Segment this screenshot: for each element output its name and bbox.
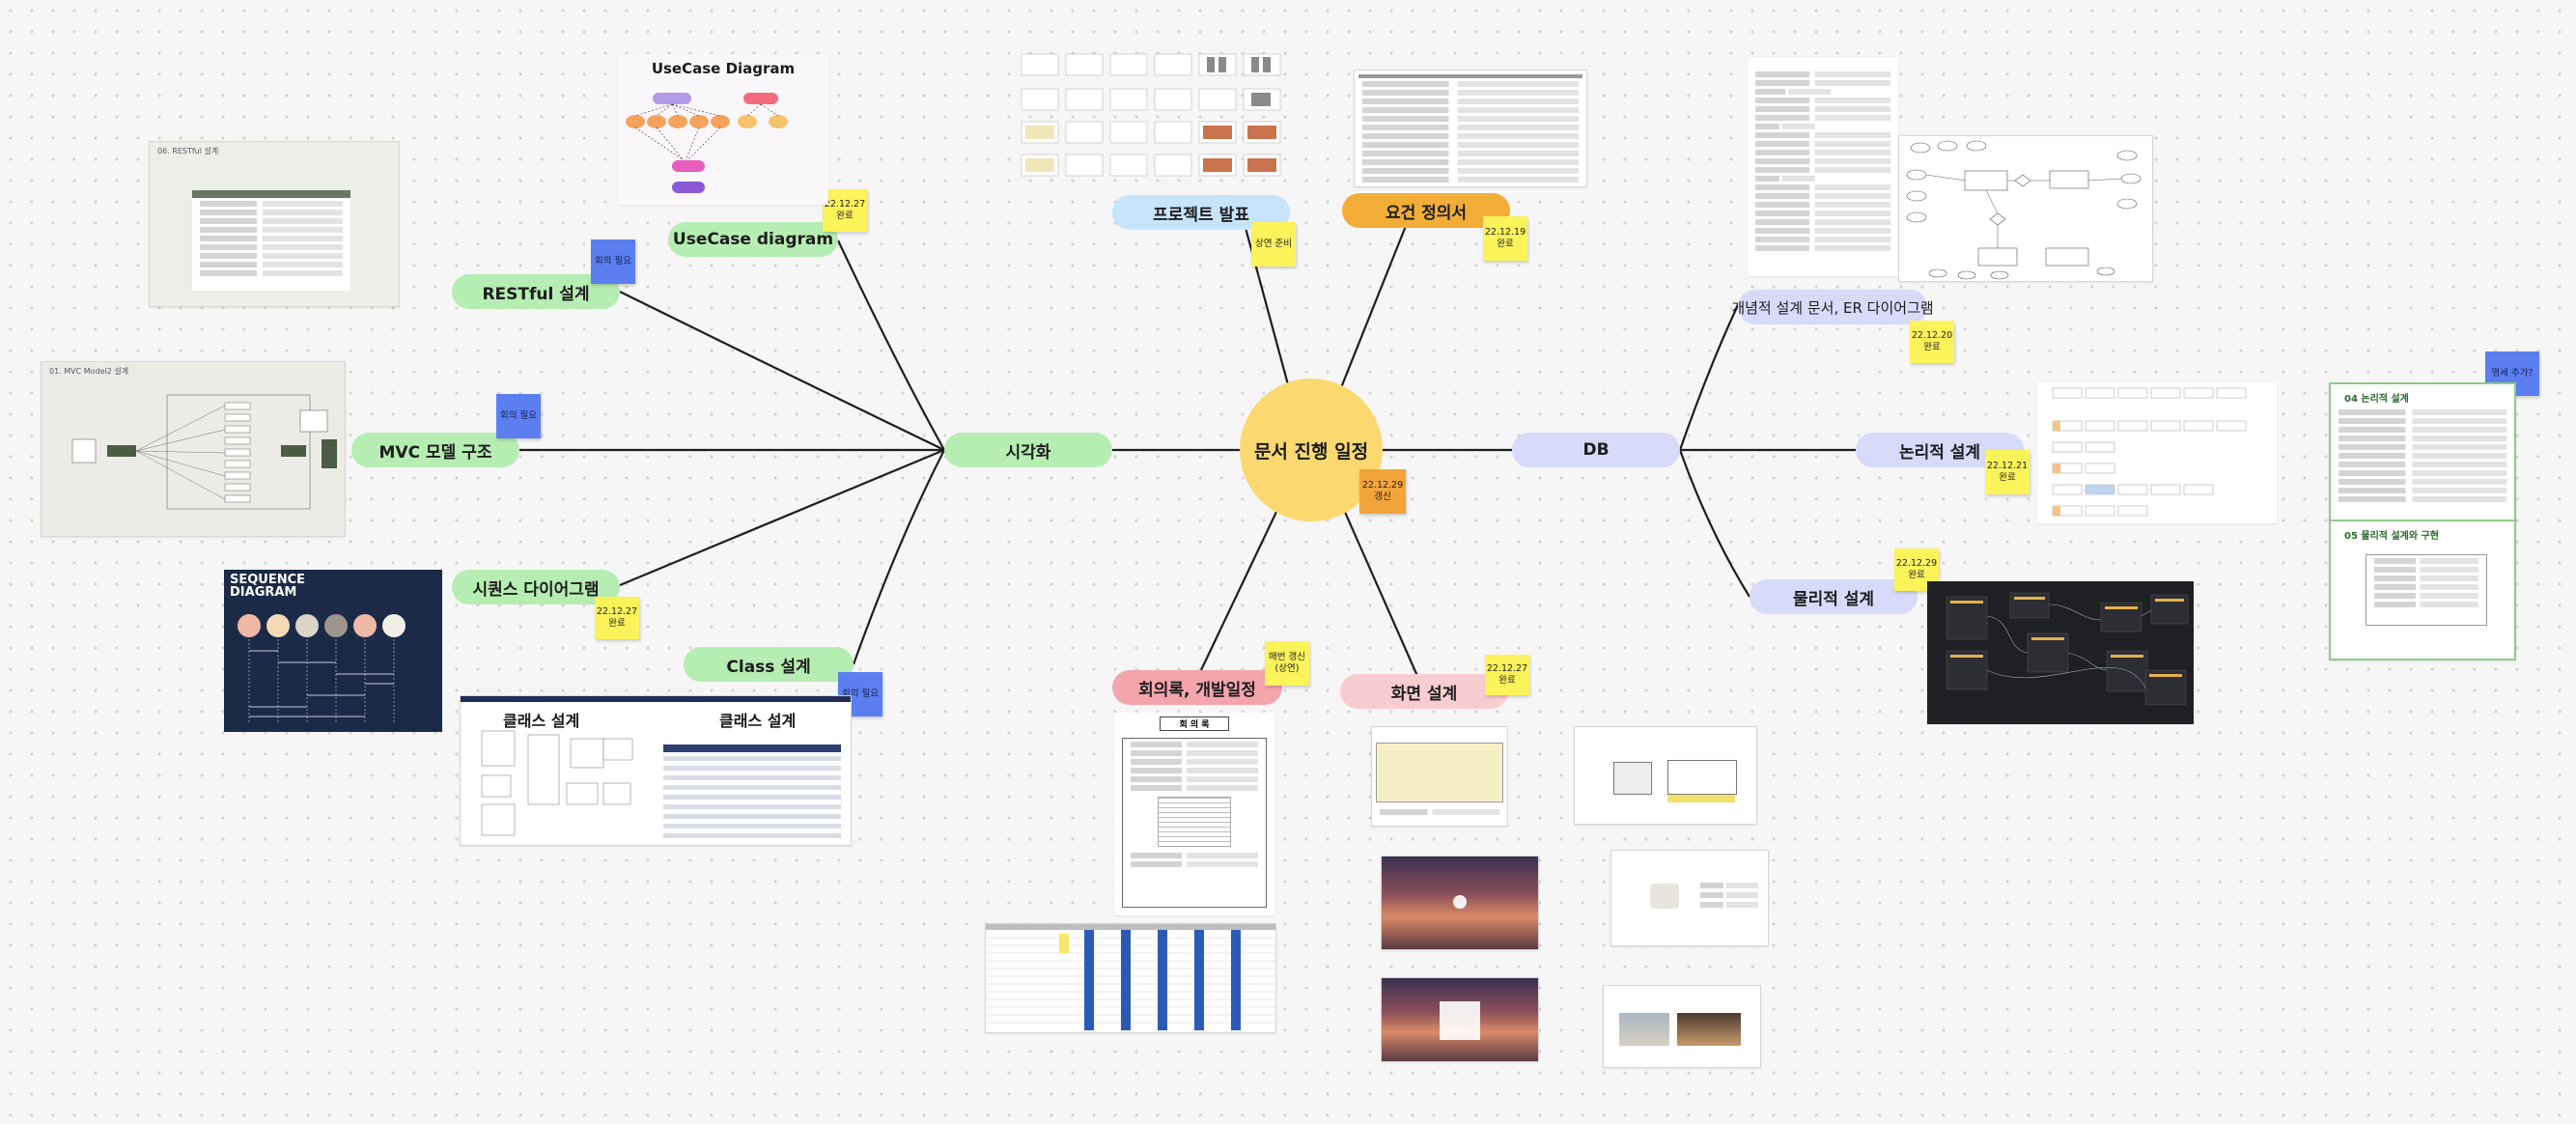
edge-vis-class: [852, 449, 945, 665]
center-status-note[interactable]: 22.12.29 갱신: [1359, 469, 1406, 514]
thumb-logical-doc[interactable]: 04 논리적 설계: [2329, 382, 2516, 521]
thumb-screen-gallery[interactable]: [1603, 985, 1761, 1068]
thumb-physical-erd[interactable]: [1927, 581, 2194, 724]
thumb-restful-design[interactable]: 06. RESTful 설계: [149, 141, 400, 307]
er-thumb-graphic: [1906, 140, 2142, 280]
thumb-er-diagram[interactable]: [1898, 135, 2153, 282]
node-sequence-diagram[interactable]: 시퀀스 다이어그램: [452, 570, 620, 604]
logical-thumb-graphic: [2052, 387, 2247, 517]
thumb-physical-doc[interactable]: 05 물리적 설계와 구현: [2329, 520, 2516, 660]
node-conceptual-design[interactable]: 개념적 설계 문서, ER 다이어그램: [1731, 290, 1934, 324]
sequence-thumb-graphic: [238, 614, 406, 724]
edge-center-requirements: [1338, 225, 1408, 391]
center-title: 문서 진행 일정: [1253, 440, 1369, 463]
thumb-sequence-diagram[interactable]: SEQUENCE DIAGRAM: [224, 570, 442, 732]
presentation-thumb-grid: [1021, 53, 1281, 177]
sticky-minutes-update[interactable]: 매번 갱신 (상연): [1265, 641, 1309, 686]
thumb-minutes-doc[interactable]: 회 의 록: [1114, 713, 1274, 915]
edge-vis-usecase: [837, 239, 945, 451]
node-class-design[interactable]: Class 설계: [684, 647, 854, 682]
thumb-class-design[interactable]: 클래스 설계 클래스 설계: [460, 695, 852, 846]
thumb-screen-product[interactable]: [1610, 850, 1769, 946]
sticky-screen-done[interactable]: 22.12.27 완료: [1485, 655, 1529, 695]
thumb-screen-form[interactable]: [1574, 726, 1757, 825]
edge-vis-sequence: [619, 448, 945, 587]
thumb-mvc-structure[interactable]: 01. MVC Model2 설계: [41, 361, 346, 537]
sticky-sequence-done[interactable]: 22.12.27 완료: [595, 597, 639, 639]
edge-db-conceptual: [1678, 304, 1739, 451]
physical-erd-graphic: [1946, 592, 2189, 706]
edge-db-physical: [1678, 449, 1750, 598]
class-thumb-graphic: [481, 730, 841, 838]
minutes-doc-title: 회 의 록: [1160, 717, 1229, 731]
edge-center-screen: [1342, 509, 1419, 677]
node-usecase-diagram[interactable]: UseCase diagram: [668, 222, 838, 257]
logical-doc-title: 04 논리적 설계: [2344, 394, 2409, 405]
sticky-usecase-done[interactable]: 22.12.27 완료: [823, 189, 867, 232]
thumb-logical-tables[interactable]: [2037, 382, 2277, 523]
restful-thumb-title: 06. RESTful 설계: [157, 147, 219, 155]
schedule-thumb-graphic: [986, 924, 1275, 1030]
usecase-thumb-graphic: [626, 93, 788, 193]
node-visualization[interactable]: 시각화: [944, 433, 1112, 467]
mvc-thumb-graphic: [71, 394, 337, 510]
thumb-screen-video[interactable]: [1381, 856, 1539, 950]
sticky-conceptual-done[interactable]: 22.12.20 완료: [1910, 321, 1954, 363]
node-requirements[interactable]: 요건 정의서: [1342, 193, 1510, 228]
sticky-restful-meeting[interactable]: 회의 필요: [591, 239, 635, 284]
thumb-presentation-slides[interactable]: [1018, 48, 1288, 187]
physical-doc-title: 05 물리적 설계와 구현: [2344, 531, 2439, 542]
class-thumb-title-left: 클래스 설계: [503, 712, 580, 730]
thumb-screen-main[interactable]: [1371, 726, 1508, 827]
edge-vis-restful: [619, 291, 945, 451]
thumb-conceptual-text[interactable]: [1748, 58, 1898, 276]
sticky-presentation[interactable]: 상연 준비: [1251, 222, 1296, 267]
sequence-thumb-title: SEQUENCE DIAGRAM: [230, 573, 306, 600]
thumb-screen-login[interactable]: [1381, 977, 1539, 1062]
edge-center-minutes: [1200, 511, 1277, 671]
class-thumb-title-right: 클래스 설계: [719, 712, 797, 730]
node-db[interactable]: DB: [1512, 433, 1680, 467]
node-mvc-structure[interactable]: MVC 모델 구조: [351, 433, 519, 467]
mvc-thumb-title: 01. MVC Model2 설계: [49, 367, 129, 376]
restful-thumb-table: [192, 190, 350, 291]
center-node[interactable]: 문서 진행 일정: [1240, 379, 1383, 521]
sticky-mvc-meeting[interactable]: 회의 필요: [496, 394, 541, 438]
thumb-usecase-diagram[interactable]: UseCase Diagram: [618, 54, 828, 205]
node-screen-design[interactable]: 화면 설계: [1340, 674, 1508, 709]
node-physical-design[interactable]: 물리적 설계: [1750, 579, 1918, 614]
sticky-requirements-done[interactable]: 22.12.19 완료: [1483, 216, 1527, 261]
sticky-logical-done[interactable]: 22.12.21 완료: [1985, 450, 2030, 494]
thumb-dev-schedule[interactable]: [985, 923, 1276, 1033]
node-minutes[interactable]: 회의록, 개발일정: [1112, 670, 1282, 705]
thumb-requirements-doc[interactable]: [1354, 70, 1587, 187]
usecase-thumb-title: UseCase Diagram: [651, 60, 796, 77]
